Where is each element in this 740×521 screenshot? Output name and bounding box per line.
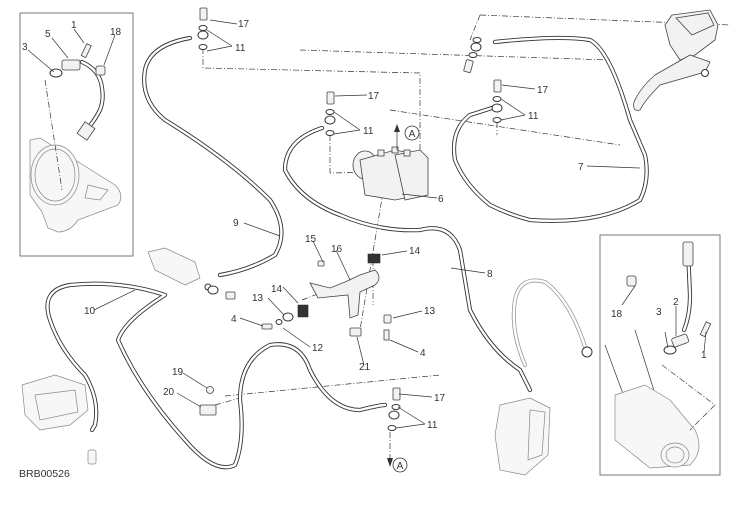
callout-11-top: 11 [235,43,246,54]
front-speed-sensor [671,333,690,348]
callout-17-bottom: 17 [434,393,446,404]
callout-16: 16 [331,244,343,255]
callout-9: 9 [233,218,239,229]
callout-20: 20 [163,387,175,398]
callout-3-left: 3 [22,42,28,53]
callout-4-left: 4 [231,314,237,325]
cable-clip [95,65,106,76]
callout-7: 7 [578,162,584,173]
sensor-connector [76,121,96,141]
callout-18-right: 18 [611,309,623,320]
brake-hose-10 [45,281,388,470]
callout-labels: 1 3 5 18 17 11 17 11 6 17 11 7 9 15 16 1… [22,19,707,431]
callout-4-right: 4 [420,348,426,359]
callout-2-right: 2 [673,297,679,308]
rear-caliper [21,374,97,465]
hose-clip [199,404,217,416]
abs-bracket [261,253,392,341]
ref-marker-a-top-label: A [409,129,416,140]
leader-lines [27,19,707,429]
callout-15: 15 [305,234,317,245]
callout-8: 8 [487,269,493,280]
callout-6: 6 [438,194,444,205]
callout-1-right: 1 [701,350,707,361]
banjo-bolt-right [493,79,502,93]
speed-sensor [61,59,81,71]
callout-12: 12 [312,343,324,354]
callout-13-left: 13 [252,293,264,304]
brake-lever [633,54,711,111]
inset-rear-sensor [19,12,134,257]
rubber-mount-left [297,304,309,318]
inset-frame-right [599,234,721,476]
abs-modulator [352,146,429,201]
callout-17-top: 17 [238,19,250,30]
callout-5-left: 5 [45,29,51,40]
front-sensor-connector [682,241,694,267]
callout-11-bottom: 11 [427,420,438,431]
rear-master-cylinder [147,247,236,300]
sensor-screw [80,43,92,59]
inset-frame-left [19,12,134,257]
rubber-mount-top [367,253,381,264]
callout-18-left: 18 [110,27,122,38]
callout-17-mid: 17 [368,91,380,102]
drawing-code: BRB00526 [19,468,70,480]
front-sensor-spacer [663,345,677,355]
front-sensor-screw [699,321,712,338]
callout-11-mid: 11 [363,126,374,137]
callout-11-right: 11 [528,111,539,122]
front-caliper [494,397,551,476]
callout-21: 21 [359,362,371,373]
front-master-cylinder [633,9,719,111]
callout-19: 19 [172,367,184,378]
callout-17-right: 17 [537,85,549,96]
banjo-bolt-bottom [392,387,401,401]
banjo-bolt-top [199,7,208,21]
front-cable-clip [626,275,637,287]
callout-14-top: 14 [409,246,421,257]
clip-screw [206,386,214,394]
callout-14-left: 14 [271,284,283,295]
ref-marker-a-top [404,125,420,141]
ref-marker-a-bottom [392,457,408,473]
callout-3-right: 3 [656,307,662,318]
inset-front-sensor [599,234,721,476]
brake-hose-9 [142,35,284,278]
ref-marker-a-bottom-label: A [397,461,404,472]
brake-hose-7 [451,35,649,223]
callout-13-right: 13 [424,306,436,317]
banjo-bolt-mid [326,91,335,105]
callout-1-left: 1 [71,20,77,31]
callout-10: 10 [84,306,96,317]
